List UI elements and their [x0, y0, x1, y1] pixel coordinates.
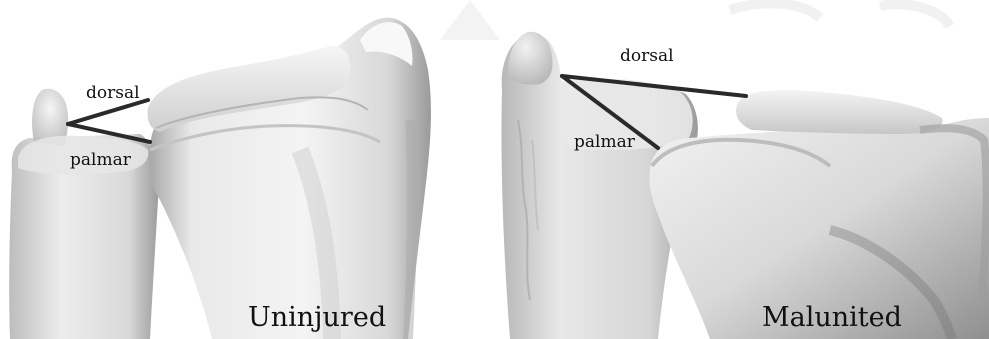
radius-articular-surface [736, 90, 943, 134]
panel-uninjured: dorsal palmar Uninjured [0, 0, 470, 339]
malunited-bone-render [490, 0, 989, 339]
palmar-label: palmar [574, 132, 635, 152]
panel-malunited: dorsal palmar Malunited [490, 0, 989, 339]
palmar-label: palmar [70, 150, 131, 170]
dorsal-label: dorsal [86, 83, 140, 103]
panel-title-malunited: Malunited [762, 302, 902, 333]
dorsal-line [68, 100, 148, 124]
dorsal-label: dorsal [620, 46, 674, 66]
ulnar-styloid [508, 32, 553, 85]
panel-title-uninjured: Uninjured [248, 302, 386, 333]
